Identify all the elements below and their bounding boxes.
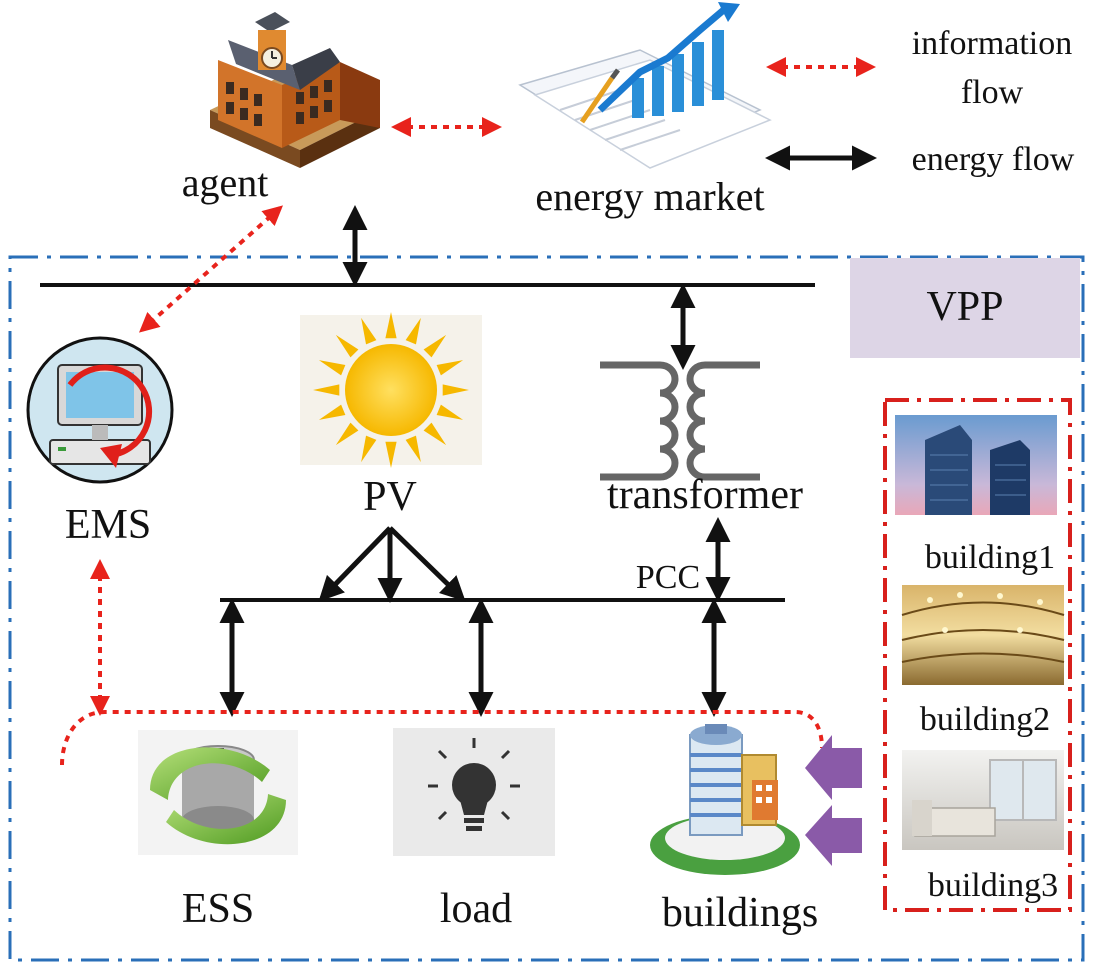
pv-sun-icon: [300, 312, 482, 468]
sun-ray: [313, 384, 340, 396]
sun-ray: [385, 312, 397, 339]
sun-ray: [423, 422, 447, 446]
sun-ray: [442, 384, 469, 396]
pcc-label: PCC: [636, 559, 700, 596]
sun-ray: [405, 435, 421, 463]
building1-label: building1: [925, 539, 1055, 576]
building3-image: [902, 750, 1064, 850]
vpp-label: VPP: [926, 284, 1003, 330]
ess-icon: [138, 730, 298, 855]
pv-output-arrows: [318, 526, 466, 603]
building1-image: [895, 415, 1057, 515]
sun-ray: [318, 360, 346, 376]
sun-ray: [318, 404, 346, 420]
agent-ems-info-flow: [139, 205, 283, 333]
energy-market-label: energy market: [535, 174, 764, 219]
building2-image: [901, 585, 1065, 685]
sun-ray: [436, 360, 464, 376]
vpp-label-box: [850, 258, 1080, 358]
agent-icon: [210, 12, 380, 168]
energy-market-icon: [518, 2, 772, 169]
legend-info-text-line1: information: [912, 25, 1073, 62]
sun-ray: [423, 334, 447, 358]
transformer-label: transformer: [607, 472, 803, 518]
building-group-boundary: [883, 398, 1072, 912]
building-input-arrow-lower: [805, 805, 862, 866]
building2-label: building2: [920, 701, 1050, 738]
sun-ray: [361, 317, 377, 345]
load-label: load: [440, 886, 512, 932]
ems-icon: [26, 336, 174, 484]
legend-info-text-line2: flow: [961, 74, 1024, 111]
ems-label: EMS: [65, 502, 151, 548]
sun-ray: [385, 441, 397, 468]
building3-label: building3: [928, 867, 1058, 904]
vpp-boundary: [8, 255, 1085, 962]
sun-ray: [335, 334, 359, 358]
sun-ray: [405, 317, 421, 345]
transformer-icon: [600, 361, 760, 481]
pv-label: PV: [363, 474, 417, 520]
legend-energy-text: energy flow: [912, 141, 1075, 178]
agent-label: agent: [182, 160, 269, 205]
building-input-arrow-upper: [805, 735, 862, 800]
buildings-icon: [650, 724, 800, 875]
buildings-label: buildings: [662, 890, 818, 936]
ems-info-network: [60, 710, 824, 766]
sun-ray: [335, 422, 359, 446]
ess-label: ESS: [182, 886, 254, 932]
sun-ray: [361, 435, 377, 463]
sun-ray: [436, 404, 464, 420]
load-bulb-icon: [393, 728, 555, 856]
